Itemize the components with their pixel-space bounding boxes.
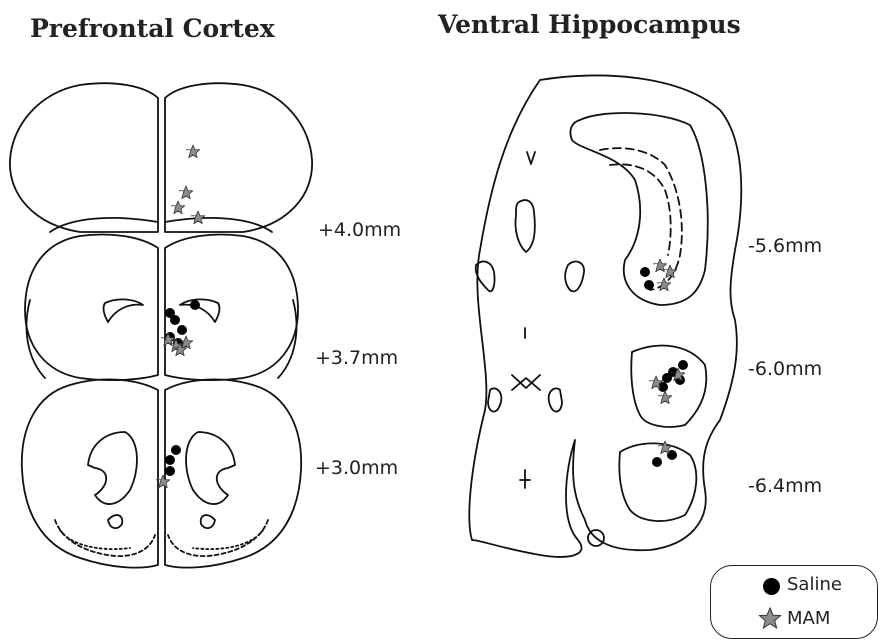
pfc-section-3.7 [25,235,298,381]
saline-marker [165,455,175,465]
legend-saline-label: Saline [787,574,842,595]
saline-marker [177,325,187,335]
pfc-section-4.0 [10,83,312,232]
saline-markers [165,267,688,476]
mam-marker [186,145,199,158]
legend: Saline MAM [710,565,878,639]
pfc-level-label-3.7: +3.7mm [315,347,398,369]
mam-marker [658,391,671,404]
saline-marker [662,373,672,383]
hpc-level-label-6.0: -6.0mm [748,358,822,380]
pfc-level-label-3.0: +3.0mm [315,457,398,479]
saline-marker [652,457,662,467]
hpc-level-label-6.4: -6.4mm [748,475,822,497]
mam-markers [156,145,684,488]
saline-marker [165,466,175,476]
saline-marker [644,280,654,290]
mam-marker [663,265,676,278]
saline-marker [640,267,650,277]
mam-marker [179,186,192,199]
filled-circle-icon [763,578,780,595]
saline-marker [678,360,688,370]
gray-star-icon [757,606,783,632]
saline-marker [171,445,181,455]
hpc-level-label-5.6: -5.6mm [748,235,822,257]
mam-marker [171,201,184,214]
saline-marker [190,300,200,310]
pfc-level-label-4.0: +4.0mm [318,219,401,241]
saline-marker [170,315,180,325]
mam-marker [191,211,204,224]
legend-mam-label: MAM [787,608,830,629]
hippocampus-section [469,75,741,556]
pfc-section-3.0 [22,379,301,567]
